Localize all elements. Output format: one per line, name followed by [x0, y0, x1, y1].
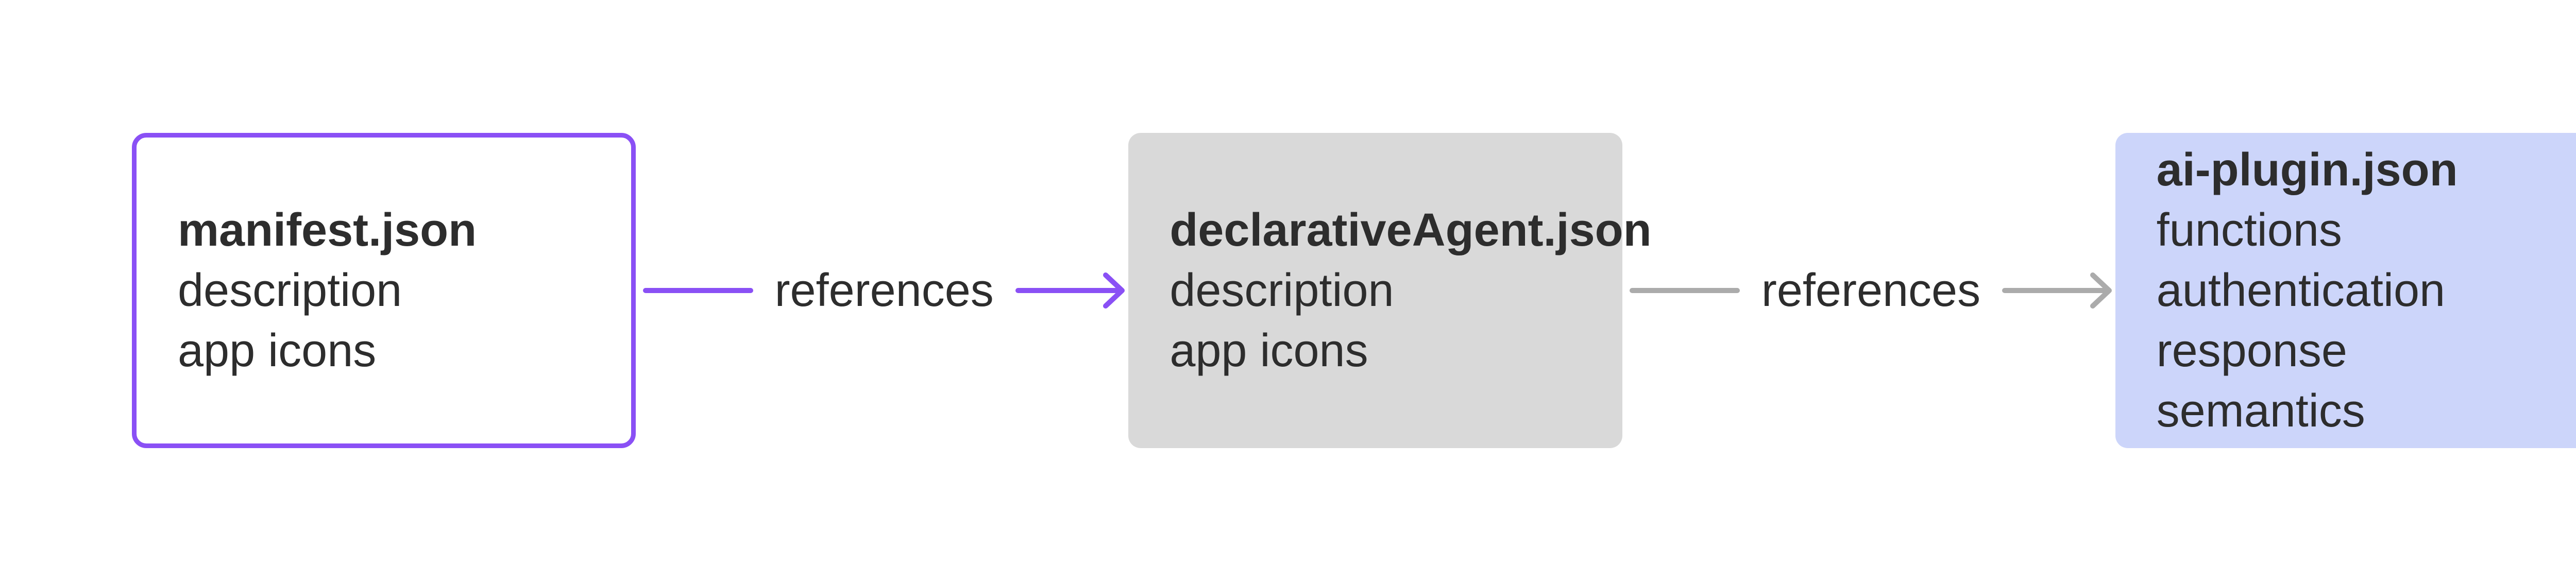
- node-item: app icons: [1170, 324, 1368, 377]
- arrow-right-icon: [2090, 272, 2112, 309]
- node-manifest-json: manifest.json description app icons: [132, 133, 636, 448]
- node-item: app icons: [178, 324, 377, 377]
- connector-line: [2002, 288, 2107, 293]
- node-item: authentication: [2156, 264, 2446, 316]
- connector-line-with-arrowhead: [1015, 261, 1126, 320]
- connector-line: [643, 288, 753, 293]
- connector-line-with-arrowhead: [2002, 261, 2112, 320]
- node-item: functions: [2156, 204, 2342, 256]
- node-item: description: [178, 264, 402, 316]
- node-item: description: [1170, 264, 1394, 316]
- connector-manifest-to-declarative: references: [636, 261, 1128, 321]
- node-ai-plugin-json: ai-plugin.json functions authentication …: [2115, 133, 2576, 448]
- node-item: response semantics: [2156, 324, 2365, 437]
- connector-declarative-to-aiplugin: references: [1622, 261, 2115, 321]
- connector-line: [1630, 288, 1740, 293]
- references-label: references: [1761, 264, 1981, 316]
- node-title: ai-plugin.json: [2156, 144, 2458, 196]
- node-declarative-agent-json: declarativeAgent.json description app ic…: [1128, 133, 1652, 448]
- connector-line: [1015, 288, 1121, 293]
- arrow-right-icon: [1103, 272, 1125, 309]
- node-title: manifest.json: [178, 204, 477, 256]
- node-title: declarativeAgent.json: [1170, 204, 1652, 256]
- references-label: references: [774, 264, 994, 316]
